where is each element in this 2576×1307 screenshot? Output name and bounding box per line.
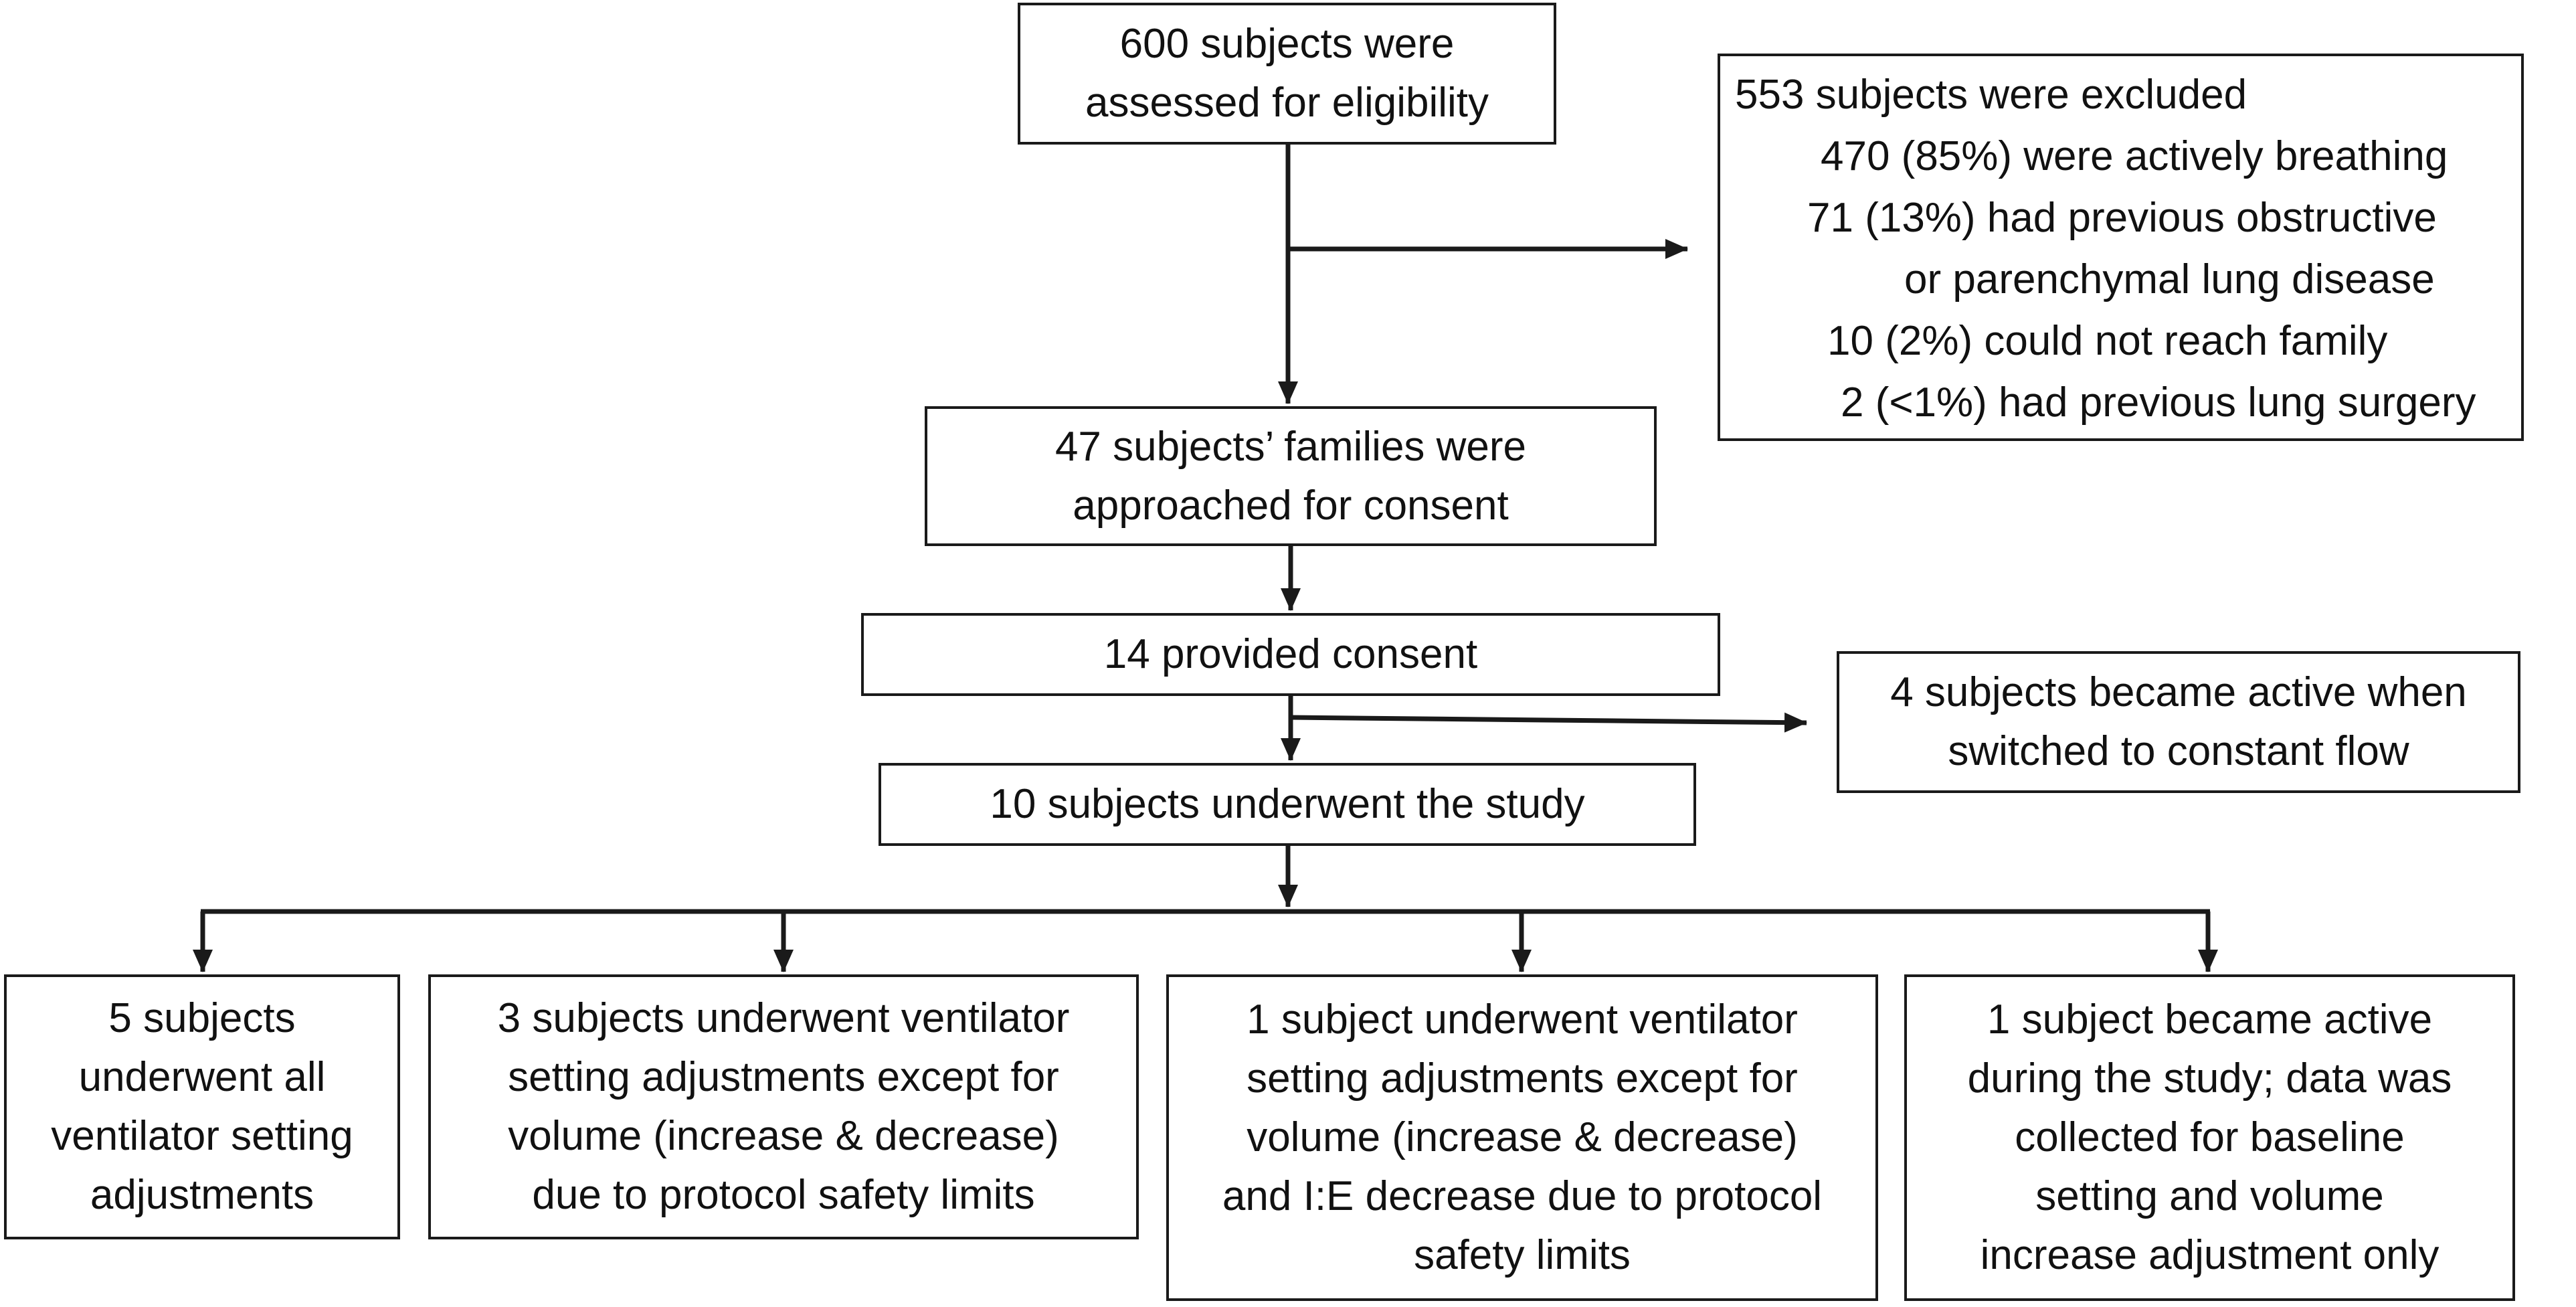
underwent-line-1: 10 subjects underwent the study	[990, 781, 1585, 827]
group4-line-1: 1 subject became active	[1987, 996, 2433, 1043]
active-line-1: 4 subjects became active when	[1890, 669, 2467, 715]
consent-box: 14 provided consent	[861, 613, 1720, 696]
group1-line-4: adjustments	[90, 1172, 314, 1218]
excluded-box: 553 subjects were excluded 470 (85%) wer…	[1718, 54, 2524, 441]
group2-line-3: volume (increase & decrease)	[508, 1113, 1059, 1159]
assessed-line-2: assessed for eligibility	[1085, 80, 1489, 126]
group3-line-2: setting adjustments except for	[1247, 1055, 1798, 1102]
group4-line-2: during the study; data was	[1967, 1055, 2452, 1102]
assessed-box: 600 subjects were assessed for eligibili…	[1018, 3, 1556, 145]
assessed-line-1: 600 subjects were	[1119, 21, 1455, 67]
group2-line-2: setting adjustments except for	[508, 1054, 1059, 1100]
group4-line-3: collected for baseline	[2015, 1114, 2405, 1160]
group3-line-3: volume (increase & decrease)	[1247, 1114, 1798, 1160]
group-became-active-box: 1 subject became active during the study…	[1904, 974, 2515, 1301]
group-except-volume-ie-box: 1 subject underwent ventilator setting a…	[1166, 974, 1878, 1301]
arrow-to-active	[1290, 712, 1807, 733]
excluded-reason-lung-disease-cont: or parenchymal lung disease	[1904, 256, 2435, 302]
approached-line-1: 47 subjects’ families were	[1054, 423, 1527, 470]
approached-box: 47 subjects’ families were approached fo…	[925, 406, 1657, 546]
group1-line-1: 5 subjects	[108, 995, 296, 1041]
group-all-adjustments-box: 5 subjects underwent all ventilator sett…	[4, 974, 400, 1239]
active-when-switched-box: 4 subjects became active when switched t…	[1837, 651, 2520, 793]
group1-line-2: underwent all	[78, 1054, 326, 1100]
excluded-title: 553 subjects were excluded	[1735, 72, 2247, 118]
group-except-volume-box: 3 subjects underwent ventilator setting …	[428, 974, 1139, 1239]
approached-line-2: approached for consent	[1073, 482, 1509, 529]
group1-line-3: ventilator setting	[51, 1113, 353, 1159]
group3-line-4: and I:E decrease due to protocol	[1222, 1173, 1823, 1219]
underwent-study-box: 10 subjects underwent the study	[879, 763, 1696, 846]
group2-line-1: 3 subjects underwent ventilator	[497, 995, 1070, 1041]
excluded-reason-lung-disease: 71 (13%) had previous obstructive	[1807, 195, 2437, 241]
active-line-2: switched to constant flow	[1948, 728, 2409, 774]
excluded-reason-family: 10 (2%) could not reach family	[1827, 318, 2388, 364]
group4-line-4: setting and volume	[2035, 1173, 2384, 1219]
group3-line-1: 1 subject underwent ventilator	[1247, 996, 1798, 1043]
excluded-reason-surgery: 2 (<1%) had previous lung surgery	[1841, 379, 2476, 426]
group3-line-5: safety limits	[1414, 1232, 1631, 1278]
consent-line-1: 14 provided consent	[1103, 631, 1478, 677]
excluded-reason-breathing: 470 (85%) were actively breathing	[1821, 133, 2448, 179]
group4-line-5: increase adjustment only	[1980, 1232, 2440, 1278]
group2-line-4: due to protocol safety limits	[532, 1172, 1035, 1218]
